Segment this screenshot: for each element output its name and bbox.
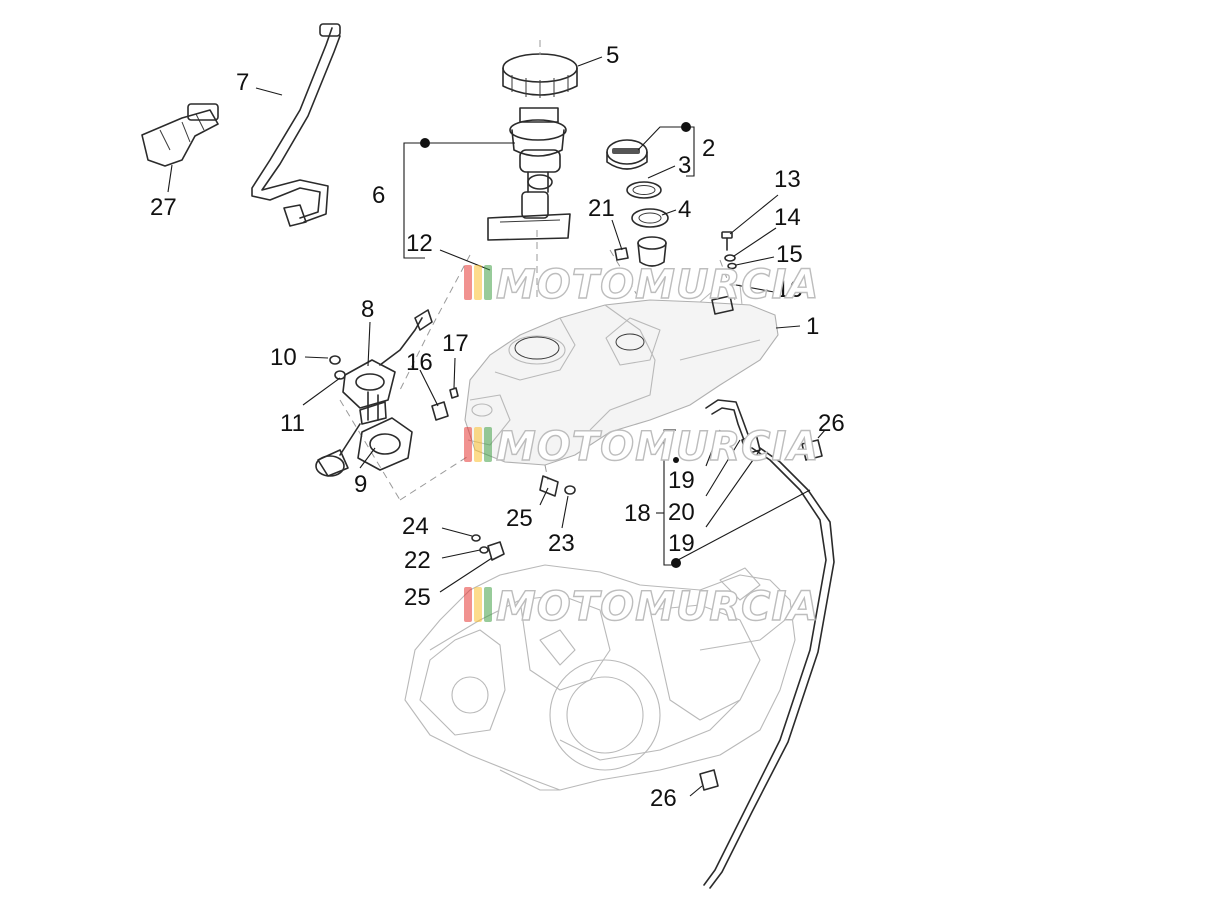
- callout-19-upper: 19: [668, 467, 695, 494]
- part-clip-left: [431, 387, 459, 421]
- watermark-logo-text: MOTOMURCIA: [496, 584, 819, 630]
- callout-7: 7: [236, 69, 249, 96]
- callout-25-upper: 25: [506, 505, 533, 532]
- watermark-stripe-green: [484, 265, 492, 300]
- callout-5: 5: [606, 42, 619, 69]
- callout-18: 18: [624, 500, 651, 527]
- watermark-middle: MOTOMURCIA: [464, 423, 819, 471]
- callout-9: 9: [354, 471, 367, 498]
- watermark-bottom: MOTOMURCIA: [464, 583, 819, 631]
- watermark-stripe-red: [464, 427, 472, 462]
- callout-22: 22: [404, 547, 431, 574]
- leader-lines: [167, 56, 826, 797]
- callout-26-top: 26: [818, 410, 845, 437]
- engine-ghost: [404, 564, 796, 791]
- callout-26-bottom: 26: [650, 785, 677, 812]
- watermark-top: MOTOMURCIA: [464, 261, 819, 309]
- callout-25-lower: 25: [404, 584, 431, 611]
- callout-1: 1: [806, 313, 819, 340]
- part-hardware-right: [711, 231, 737, 315]
- callout-20: 20: [668, 499, 695, 526]
- callout-27: 27: [150, 194, 177, 221]
- callout-4: 4: [678, 196, 691, 223]
- part-level-sender: [315, 309, 433, 477]
- callout-12: 12: [406, 230, 433, 257]
- callout-21: 21: [588, 195, 615, 222]
- watermark-stripe-green: [484, 427, 492, 462]
- callout-16-top: 16: [776, 276, 803, 303]
- watermark-stripe-yellow: [474, 427, 482, 462]
- watermark-stripe-yellow: [474, 587, 482, 622]
- part-fuel-cap: [606, 139, 669, 228]
- callout-6: 6: [372, 182, 385, 209]
- callout-2: 2: [702, 135, 715, 162]
- callout-16-left: 16: [406, 349, 433, 376]
- part-screws-left: [329, 355, 346, 380]
- part-bracket: [141, 103, 219, 167]
- watermark-stripe-red: [464, 587, 472, 622]
- callout-19-lower: 19: [668, 530, 695, 557]
- watermark-stripe-yellow: [474, 265, 482, 300]
- callout-23: 23: [548, 530, 575, 557]
- part-fuel-pump: [487, 107, 571, 241]
- part-lock-ring: [502, 40, 578, 98]
- callout-3: 3: [678, 152, 691, 179]
- fuel-tank-ghost: [464, 284, 779, 466]
- watermark-stripe-red: [464, 265, 472, 300]
- part-clips-right: [699, 439, 823, 791]
- callout-10: 10: [270, 344, 297, 371]
- watermark-stripe-green: [484, 587, 492, 622]
- callout-8: 8: [361, 296, 374, 323]
- part-breather-hose: [251, 23, 341, 227]
- watermark-logo-text: MOTOMURCIA: [496, 262, 819, 308]
- callout-13: 13: [774, 166, 801, 193]
- callout-11: 11: [280, 410, 305, 437]
- part-sender-gasket: [357, 417, 413, 471]
- callout-labels: 5 7 2 3 6 13 4 27 21 14 12 15 16 8 1 17 …: [150, 42, 845, 812]
- callout-17: 17: [442, 330, 469, 357]
- assembly-bullets: [420, 122, 691, 568]
- watermark-logo-text: MOTOMURCIA: [496, 424, 819, 470]
- part-drain-hose: [703, 399, 835, 889]
- part-filler-neck: [614, 236, 667, 267]
- callout-14: 14: [774, 204, 801, 231]
- callout-24: 24: [402, 513, 429, 540]
- callout-15: 15: [776, 241, 803, 268]
